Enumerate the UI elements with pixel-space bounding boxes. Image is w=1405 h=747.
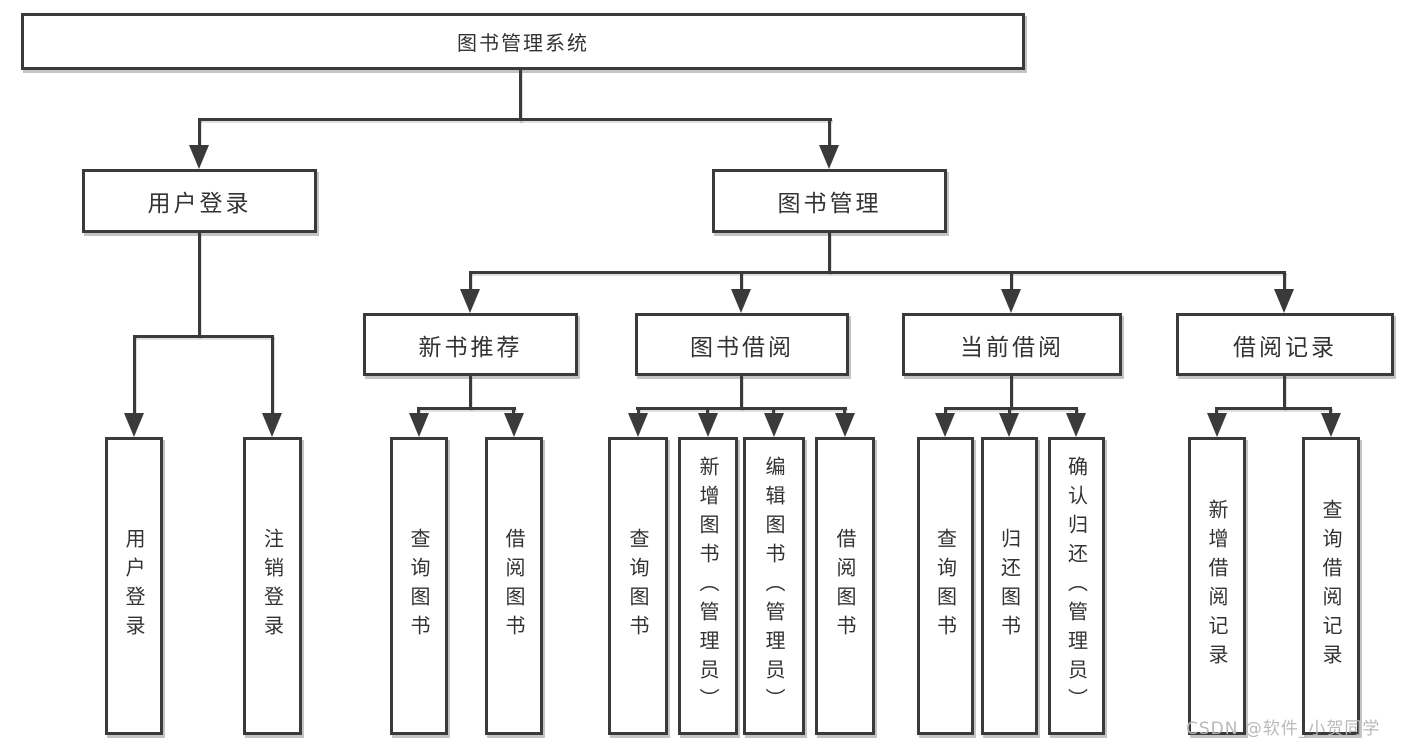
connector-book-borrow-stem (740, 375, 743, 409)
arrow-to-book-mgmt (819, 145, 839, 169)
arrow-to-user-login (189, 145, 209, 169)
leaf-query-book: 查询图书 (390, 437, 448, 735)
arrow-to-leaf (698, 413, 718, 437)
leaf-borrow-book: 借阅图书 (815, 437, 875, 735)
connector-user-login-stem (198, 232, 201, 337)
leaf-label: 借阅图书 (833, 528, 857, 644)
csdn-watermark: CSDN @软件_小贺同学 (1186, 719, 1381, 739)
leaf-label: 注销登录 (260, 528, 285, 644)
connector-stub-leaf-logout (271, 335, 274, 413)
arrow-to-leaf (935, 413, 955, 437)
connector-stub (706, 407, 709, 415)
node-library-management-system: 图书管理系统 (21, 13, 1025, 70)
arrow-to-leaf (1207, 413, 1227, 437)
leaf-label: 查询图书 (626, 528, 650, 644)
arrow-to-leaf-logout (262, 413, 282, 437)
node-current-borrow: 当前借阅 (902, 313, 1122, 376)
node-new-book-recommend: 新书推荐 (363, 313, 578, 376)
leaf-edit-book-admin: 编辑图书（管理员） (743, 437, 805, 735)
connector-root-stem (519, 69, 522, 121)
arrow-to-borrow-records (1274, 289, 1294, 313)
connector-user-login-bar (133, 335, 274, 338)
connector-stub-new-book (469, 271, 472, 291)
leaf-query-book: 查询图书 (917, 437, 974, 735)
connector-stub (843, 407, 846, 415)
leaf-logout: 注销登录 (243, 437, 302, 735)
node-label: 图书管理系统 (457, 31, 589, 55)
leaf-label: 确认归还（管理员） (1064, 455, 1089, 717)
connector-current-borrow-stem (1010, 375, 1013, 409)
leaf-user-login: 用户登录 (105, 437, 163, 735)
connector-stub-book-mgmt (828, 118, 831, 146)
node-label: 图书借阅 (690, 334, 794, 361)
connector-stub (1008, 407, 1011, 415)
leaf-label: 查询图书 (407, 528, 431, 644)
connector-stub (512, 407, 515, 415)
leaf-label: 归还图书 (997, 528, 1022, 644)
connector-new-book-stem (469, 375, 472, 409)
arrow-to-leaf (1321, 413, 1341, 437)
connector-stub-borrow-records (1283, 271, 1286, 291)
leaf-borrow-book: 借阅图书 (485, 437, 543, 735)
connector-stub (944, 407, 947, 415)
connector-level2-bar (198, 118, 832, 121)
connector-new-book-bar (417, 407, 516, 410)
node-user-login: 用户登录 (82, 169, 317, 233)
leaf-label: 查询图书 (933, 528, 958, 644)
leaf-add-borrow-record: 新增借阅记录 (1188, 437, 1246, 735)
connector-stub (1329, 407, 1332, 415)
arrow-to-book-borrow (731, 289, 751, 313)
arrow-to-leaf (1066, 413, 1086, 437)
connector-book-borrow-bar (636, 407, 847, 410)
leaf-query-book: 查询图书 (608, 437, 668, 735)
leaf-label: 新增借阅记录 (1205, 499, 1229, 673)
connector-borrow-records-bar (1215, 407, 1332, 410)
arrow-to-leaf (764, 413, 784, 437)
arrow-to-leaf (835, 413, 855, 437)
connector-stub-leaf-login (133, 335, 136, 413)
connector-stub (772, 407, 775, 415)
node-book-borrow: 图书借阅 (635, 313, 849, 376)
leaf-label: 用户登录 (122, 528, 146, 644)
connector-stub-book-borrow (740, 271, 743, 291)
node-label: 新书推荐 (418, 334, 523, 361)
arrow-to-leaf (999, 413, 1019, 437)
connector-borrow-records-stem (1283, 375, 1286, 409)
connector-stub (637, 407, 640, 415)
connector-stub-current-borrow (1010, 271, 1013, 291)
arrow-to-new-book (460, 289, 480, 313)
node-book-management: 图书管理 (712, 169, 947, 233)
connector-stub (1075, 407, 1078, 415)
node-label: 用户登录 (147, 191, 252, 217)
node-label: 借阅记录 (1233, 334, 1337, 361)
arrow-to-leaf-login (124, 413, 144, 437)
arrow-to-leaf (504, 413, 524, 437)
connector-stub (1215, 407, 1218, 415)
node-label: 图书管理 (777, 191, 882, 217)
leaf-label: 编辑图书（管理员） (762, 455, 786, 717)
leaf-label: 查询借阅记录 (1319, 499, 1343, 673)
connector-stub-user-login (198, 118, 201, 146)
leaf-label: 新增图书（管理员） (696, 455, 720, 717)
connector-book-mgmt-stem (828, 232, 831, 273)
leaf-query-borrow-record: 查询借阅记录 (1302, 437, 1360, 735)
leaf-add-book-admin: 新增图书（管理员） (678, 437, 738, 735)
leaf-return-book: 归还图书 (981, 437, 1038, 735)
arrow-to-leaf (628, 413, 648, 437)
connector-stub (417, 407, 420, 415)
arrow-to-current-borrow (1001, 289, 1021, 313)
connector-level3-bar (469, 271, 1286, 274)
node-borrow-records: 借阅记录 (1176, 313, 1394, 376)
connector-current-borrow-bar (944, 407, 1078, 410)
leaf-label: 借阅图书 (502, 528, 526, 644)
node-label: 当前借阅 (960, 334, 1064, 361)
arrow-to-leaf (409, 413, 429, 437)
leaf-confirm-return-admin: 确认归还（管理员） (1048, 437, 1105, 735)
